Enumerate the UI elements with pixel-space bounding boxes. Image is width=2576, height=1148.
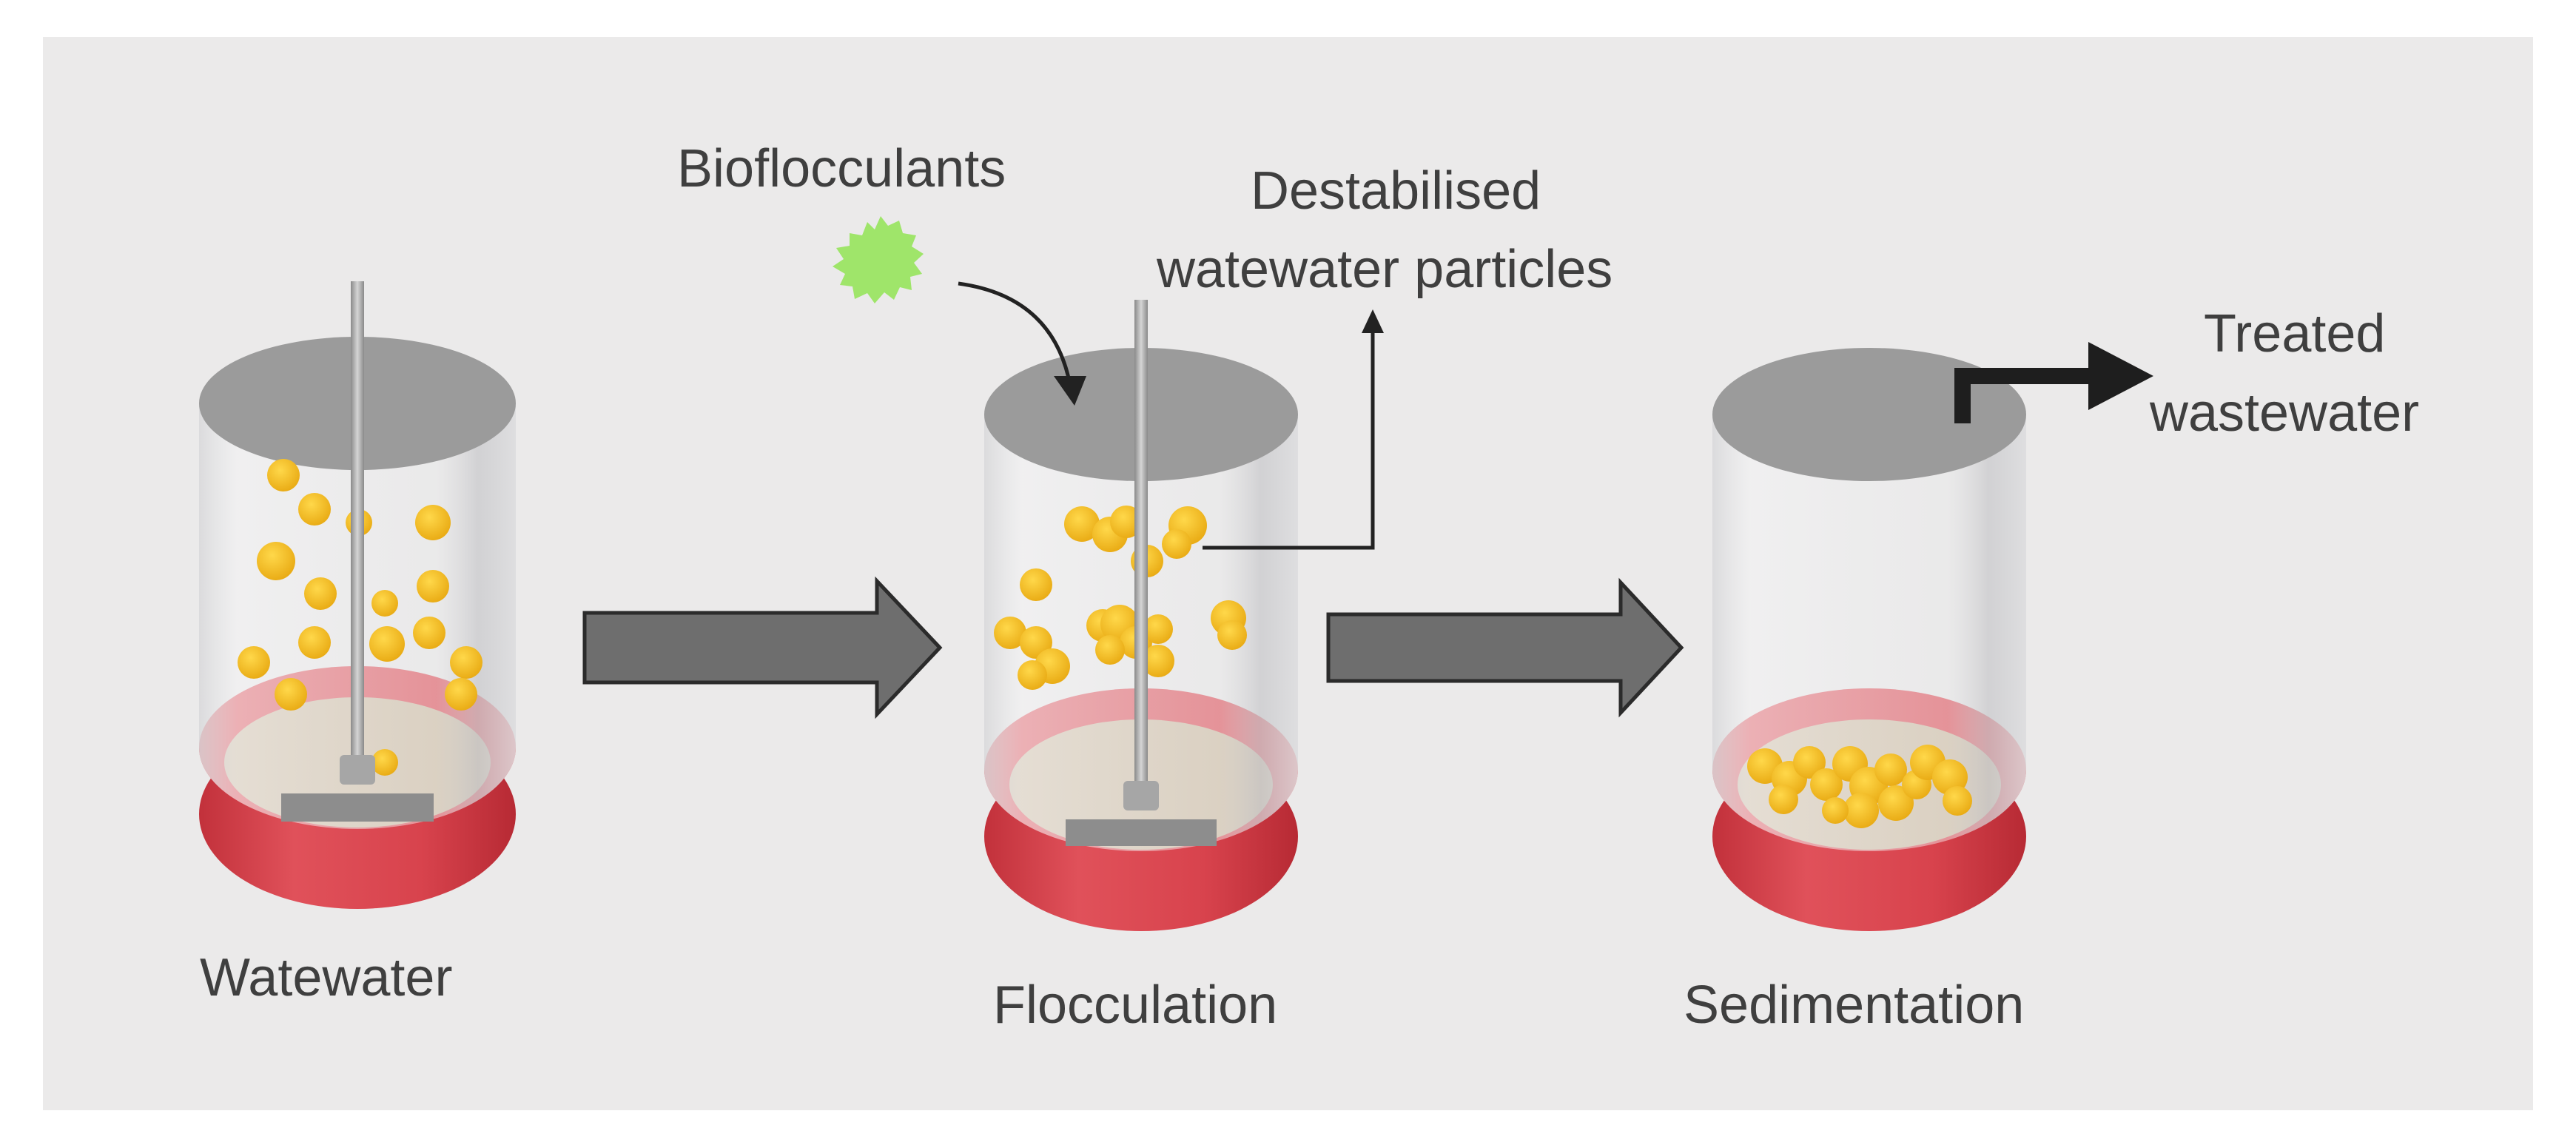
destabilised-label-line2: watewater particles [1156,240,1612,299]
stirrer-paddle [1066,819,1217,846]
bioflocculant-blob [833,216,924,303]
treated-label-line1: Treated [2204,304,2385,363]
stirrer-rod [351,281,364,762]
treated-label-line2: wastewater [2149,383,2419,443]
stirrer-hub [340,755,375,785]
stage-label-flocculation: Flocculation [993,976,1277,1035]
stage-label-watewater: Watewater [200,948,452,1007]
bioflocculant-arrow-head [1054,376,1086,406]
bioflocculant-arrow [958,281,1072,382]
settled-flocs [1747,745,1972,828]
bioflocculants-label: Bioflocculants [677,139,1006,198]
stirrer-paddle [281,793,434,822]
stirrer-rod [1134,300,1148,788]
process-arrow-2 [1326,577,1684,718]
container-watewater [199,281,516,909]
treated-output-arrow-head [2088,342,2153,410]
process-arrow-1 [582,576,943,719]
container-flocculation [984,300,1298,931]
container-sedimentation [1712,348,2026,931]
stage-label-sedimentation: Sedimentation [1684,976,2024,1035]
destabilised-callout-line [1203,329,1375,550]
glass-cylinder [1712,414,2026,851]
particles [238,459,482,776]
treated-output-line [1954,368,2094,423]
destabilised-label-line1: Destabilised [1251,161,1541,221]
destabilised-callout-arrow-head [1362,309,1384,333]
stirrer-hub [1123,781,1159,810]
container-lid [1712,348,2026,481]
